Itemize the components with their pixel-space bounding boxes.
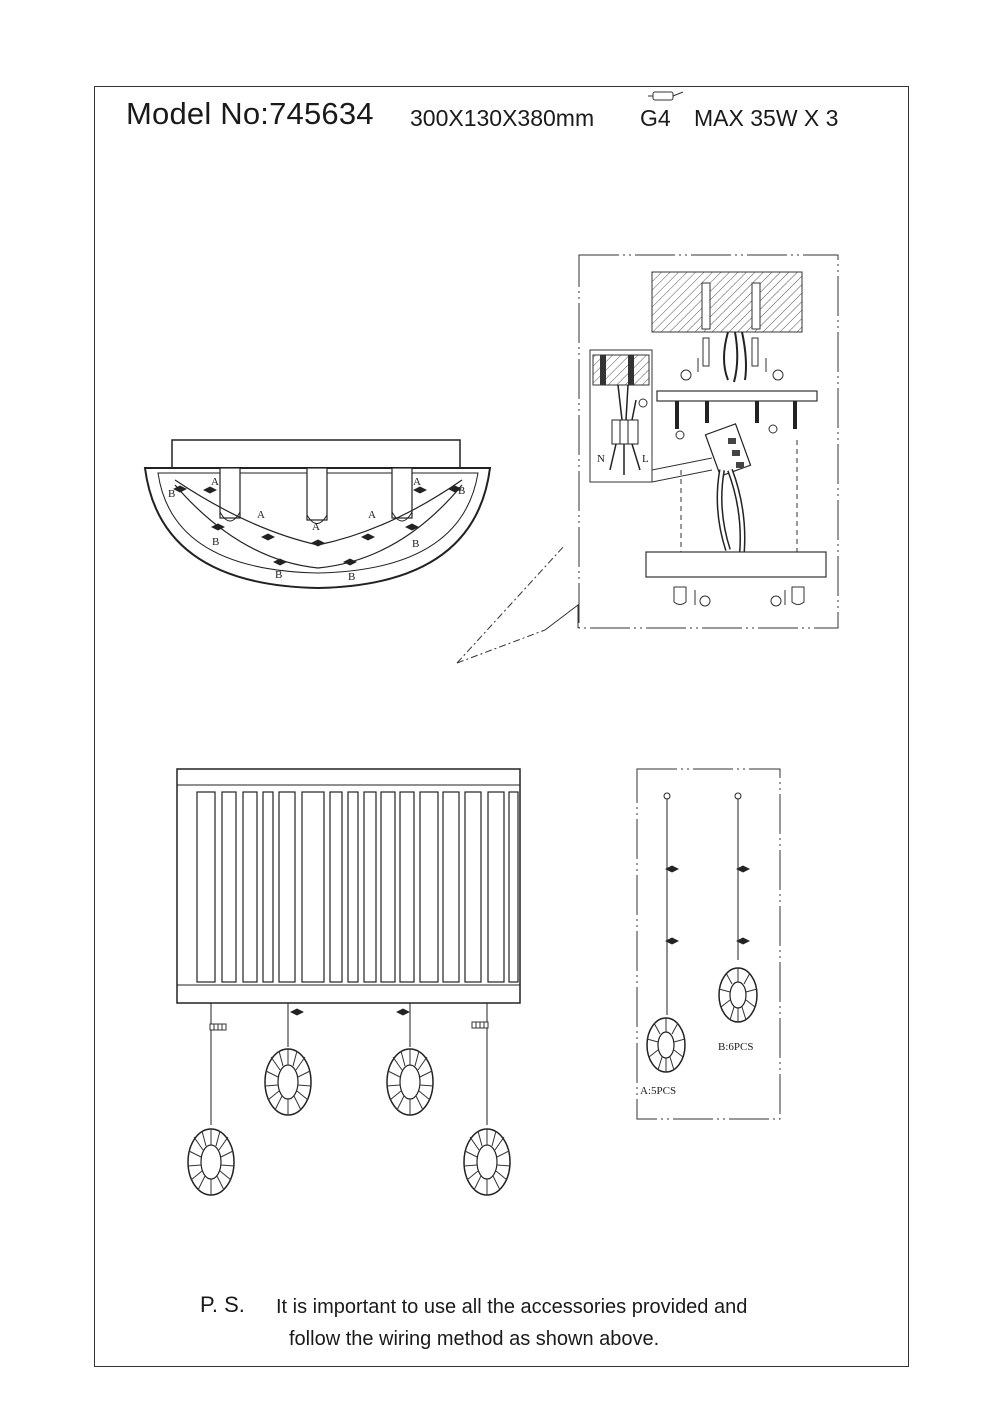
ps-label: P. S.	[200, 1292, 245, 1317]
drawing-frame	[94, 86, 909, 1367]
fixture-front-view	[176, 768, 521, 1196]
svg-text:A: A	[368, 509, 376, 521]
note-line-1: It is important to use all the accessori…	[276, 1296, 748, 1318]
wiring-detail: N L	[578, 254, 839, 629]
fixture-side-view: A A A A A B B B B B B	[143, 439, 492, 590]
svg-text:B: B	[412, 538, 419, 550]
ceiling-hatch-icon	[651, 271, 803, 333]
max-power: MAX 35W X 3	[694, 105, 839, 131]
title-row: Model No:745634 300X130X380mm G4 MAX 35W…	[126, 96, 886, 136]
svg-text:B: B	[458, 485, 465, 497]
terminal-l-label: L	[642, 453, 649, 465]
label-a: A	[211, 476, 219, 488]
bulb-icon	[648, 91, 684, 101]
pack-b-label: B:6PCS	[718, 1041, 753, 1053]
pack-a-label: A:5PCS	[640, 1085, 676, 1097]
label-b: B	[168, 488, 175, 500]
note-line-2: follow the wiring method as shown above.	[289, 1328, 660, 1350]
svg-text:B: B	[212, 536, 219, 548]
svg-text:A: A	[312, 521, 320, 533]
svg-text:B: B	[348, 571, 355, 583]
screw-icon	[680, 337, 784, 381]
parts-pack: B:6PCS A:5PCS	[636, 768, 781, 1120]
model-number: Model No:745634	[126, 96, 374, 131]
svg-text:A: A	[413, 476, 421, 488]
lamp-type: G4	[640, 105, 671, 131]
detail-callout-leader	[456, 544, 566, 664]
svg-text:B: B	[275, 569, 282, 581]
svg-text:A: A	[257, 509, 265, 521]
terminal-n-label: N	[597, 453, 605, 465]
dimensions: 300X130X380mm	[410, 105, 595, 131]
